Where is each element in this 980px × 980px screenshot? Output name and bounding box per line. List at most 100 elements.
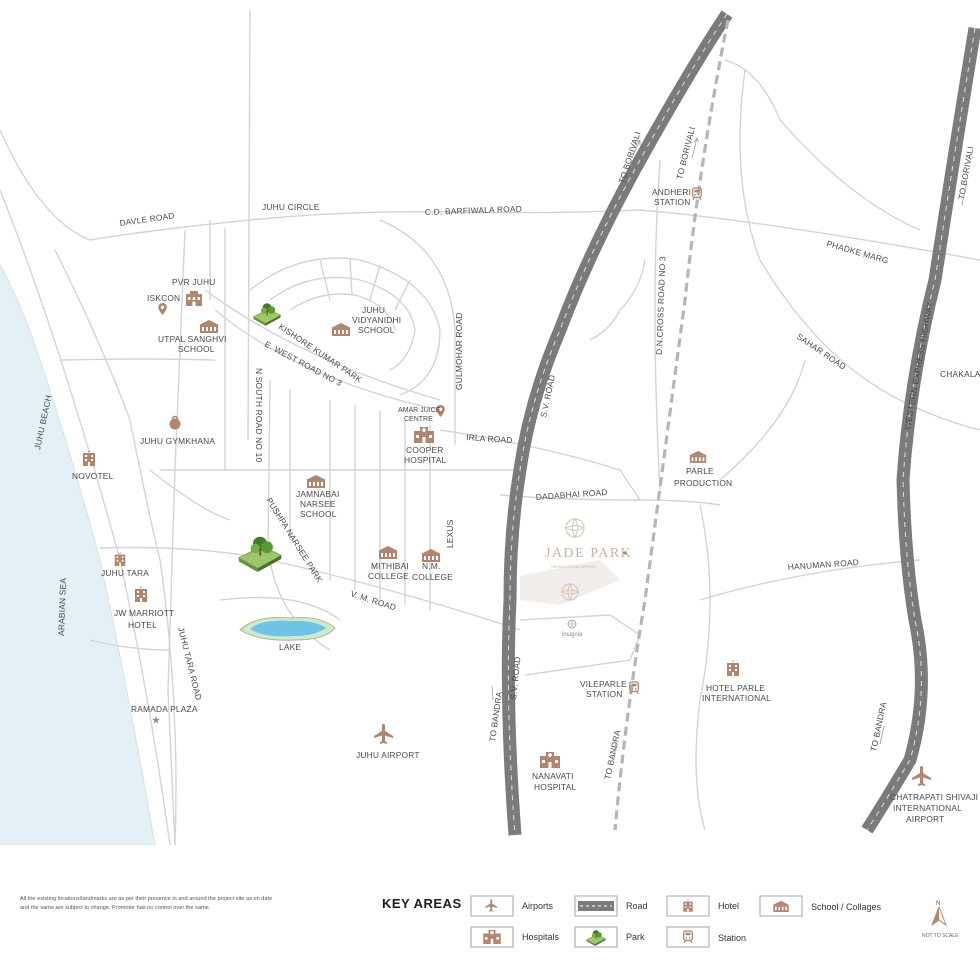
compass: N NOT TO SCALE: [922, 901, 959, 939]
legend-road-swatch: [578, 901, 614, 911]
cooper-label-1: COOPER: [406, 445, 444, 455]
jw-label-1: JW MARRIOTT: [114, 608, 174, 618]
lexus-label: LEXUS: [445, 519, 455, 548]
nm-label-1: N.M.: [422, 561, 440, 571]
gymkhana-label: JUHU GYMKHANA: [140, 436, 215, 446]
jamnabai-school-icon: [306, 475, 326, 488]
nanavati-hospital-icon: [540, 752, 560, 768]
iskcon-label: ISKCON: [147, 293, 180, 303]
jw-marriott-icon: [135, 586, 147, 602]
irla-road-label: IRLA ROAD: [466, 432, 513, 445]
nanavati-label-1: NANAVATI: [532, 771, 574, 781]
ramada-label: RAMADA PLAZA: [131, 704, 198, 714]
jw-label-2: HOTEL: [128, 620, 157, 630]
n-south-road-label: N SOUTH ROAD NO 10: [254, 368, 264, 462]
sv-road-highway: [501, 10, 733, 836]
chakala-label: CHAKALA: [940, 369, 980, 379]
juhu-airport-plane-icon: [374, 724, 393, 744]
amar-label-1: AMAR JUICE: [398, 407, 441, 414]
csia-label-2: INTERNATIONAL: [893, 803, 962, 813]
disclaimer-line-2: and the same are subject to change. Prom…: [20, 905, 211, 911]
to-bandra-3-label: TO BANDRA: [868, 701, 888, 753]
developer-name: insignia: [562, 632, 583, 638]
utpal-school-icon: [199, 320, 219, 333]
railway-line: [613, 19, 730, 831]
direction-arrows: [491, 137, 967, 761]
hotel-parle-icon: [727, 660, 739, 676]
legend-road-label: Road: [626, 901, 648, 911]
csia-plane-icon: [912, 766, 931, 786]
vileparle-label-2: STATION: [586, 689, 622, 699]
arabian-sea: [0, 265, 155, 845]
pvr-juhu-label: PVR JUHU: [172, 277, 215, 287]
arabian-sea-label: ARABIAN SEA: [56, 577, 68, 636]
legend-hospitals-label: Hospitals: [522, 932, 560, 942]
legend-station-box: [666, 926, 710, 948]
weh-label: WESTERN EXPRESS HIGHWAY: [902, 301, 934, 431]
legend-airports-label: Airports: [522, 901, 554, 911]
juhu-vid-label-2: VIDYANIDHI: [352, 315, 401, 325]
amar-label-2: CENTRE: [404, 416, 433, 423]
juhu-tara-hotel-icon: [114, 552, 126, 566]
hotel-parle-label-2: INTERNATIONAL: [702, 693, 771, 703]
juhu-tara-label: JUHU TARA: [101, 568, 149, 578]
iskcon-pin-icon: [158, 303, 167, 315]
hotel-parle-label-1: HOTEL PARLE: [706, 683, 765, 693]
cooper-label-2: HOSPITAL: [404, 455, 447, 465]
not-to-scale-label: NOT TO SCALE: [922, 933, 959, 939]
jade-park-dot: [623, 551, 627, 555]
utpal-label-1: UTPAL SANGHVI: [158, 334, 227, 344]
cd-barfiwala-label: C.D. BARFIWALA ROAD: [425, 204, 522, 217]
parle-prod-label-2: PRODUCTION: [674, 478, 732, 488]
jade-park-logo-icon: [564, 517, 586, 539]
utpal-label-2: SCHOOL: [178, 344, 215, 354]
legend-park-label: Park: [626, 932, 645, 942]
nanavati-label-2: HOSPITAL: [534, 782, 577, 792]
to-bandra-1-label: TO BANDRA: [487, 691, 504, 743]
minor-roads: [0, 9, 980, 846]
juhu-vidyanidhi-icon: [331, 323, 351, 336]
lake-label: LAKE: [279, 642, 301, 652]
pushpa-park-icon: [237, 535, 283, 572]
juhu-tara-road-label: JUHU TARA ROAD: [176, 626, 204, 701]
jamnabai-label-1: JAMNABAI: [296, 489, 339, 499]
andheri-label-2: STATION: [654, 197, 690, 207]
mithibai-college-icon: [378, 546, 398, 559]
insignia-logo-icon: [567, 619, 577, 629]
coastline: [0, 264, 156, 846]
jade-park-tagline: THE BOUTIQUE OFFICE: [550, 564, 596, 569]
disclaimer: All the existing locations/landmarks are…: [20, 896, 272, 911]
jade-park-project[interactable]: JADE PARK THE BOUTIQUE OFFICE insignia: [520, 517, 632, 638]
legend-station-label: Station: [718, 933, 746, 943]
landmarks: PVR JUHU ISKCON UTPAL SANGHVI SCHOOL JUH…: [72, 187, 978, 824]
csia-label-3: AIRPORT: [906, 814, 944, 824]
cooper-hospital-icon: [414, 427, 434, 443]
gymkhana-icon: [168, 415, 182, 430]
juhu-airport-label: JUHU AIRPORT: [356, 750, 420, 760]
disclaimer-line-1: All the existing locations/landmarks are…: [20, 896, 272, 902]
davle-road-label: DAVLE ROAD: [119, 210, 175, 228]
vm-road-label: V. M. ROAD: [349, 588, 397, 612]
parle-prod-label-1: PARLE: [686, 466, 714, 476]
novotel-label: NOVOTEL: [72, 471, 114, 481]
kishore-park-streets: [249, 257, 441, 396]
csia-label-1: CHATRAPATI SHIVAJI: [890, 792, 978, 802]
dn-cross-label: D.N.CROSS ROAD NO 3: [654, 256, 667, 355]
juhu-vid-label-3: SCHOOL: [358, 325, 395, 335]
legend-schools-label: School / Collages: [811, 902, 882, 912]
parle-production-icon: [688, 451, 708, 463]
mithibai-label-2: COLLEGE: [368, 571, 409, 581]
sv-road-bottom-label: S.V. ROAD: [508, 656, 522, 700]
gulmohar-label: GULMOHAR ROAD: [454, 312, 464, 390]
nm-label-2: COLLEGE: [412, 572, 453, 582]
jamnabai-label-2: NARSEE: [300, 499, 336, 509]
vileparle-label-1: VILEPARLE: [580, 679, 627, 689]
ramada-star-icon: [152, 716, 160, 724]
juhu-circle-label: JUHU CIRCLE: [262, 202, 320, 212]
lake-water: [250, 620, 326, 637]
jade-park-mirror-logo-icon: [560, 582, 580, 602]
pvr-cinema-icon: [186, 291, 202, 306]
hanuman-road-label: HANUMAN ROAD: [787, 557, 859, 572]
legend: KEY AREAS Airports Road Hotel School / C…: [382, 895, 882, 948]
